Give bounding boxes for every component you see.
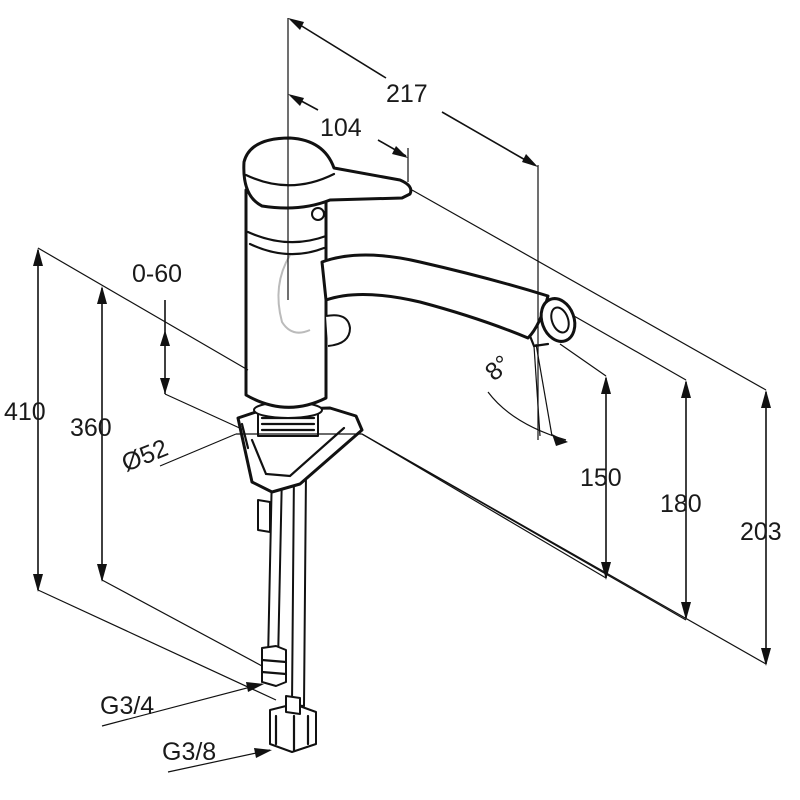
dim-swivel-range: 0-60 <box>132 260 182 288</box>
dim-height-total: 410 <box>4 398 46 426</box>
dim-spout-angle: 8° <box>480 350 516 387</box>
dim-height-body: 360 <box>70 414 112 442</box>
dim-height-203: 203 <box>740 518 782 546</box>
dim-lever-reach: 104 <box>320 114 362 142</box>
dim-height-180: 180 <box>660 490 702 518</box>
faucet-body <box>242 136 577 409</box>
mounting-plate <box>236 401 364 494</box>
dim-reach-total: 217 <box>386 80 428 108</box>
dim-thread-small: G3/8 <box>162 738 216 766</box>
supply-hoses <box>257 469 317 753</box>
dimension-labels: 217 104 0-60 410 360 Ø52 8° 150 180 203 … <box>4 80 782 766</box>
dim-diameter: Ø52 <box>118 434 172 478</box>
dim-height-150: 150 <box>580 464 622 492</box>
dim-thread-large: G3/4 <box>100 692 154 720</box>
dimension-lines <box>33 18 771 773</box>
faucet-illustration <box>236 136 577 753</box>
